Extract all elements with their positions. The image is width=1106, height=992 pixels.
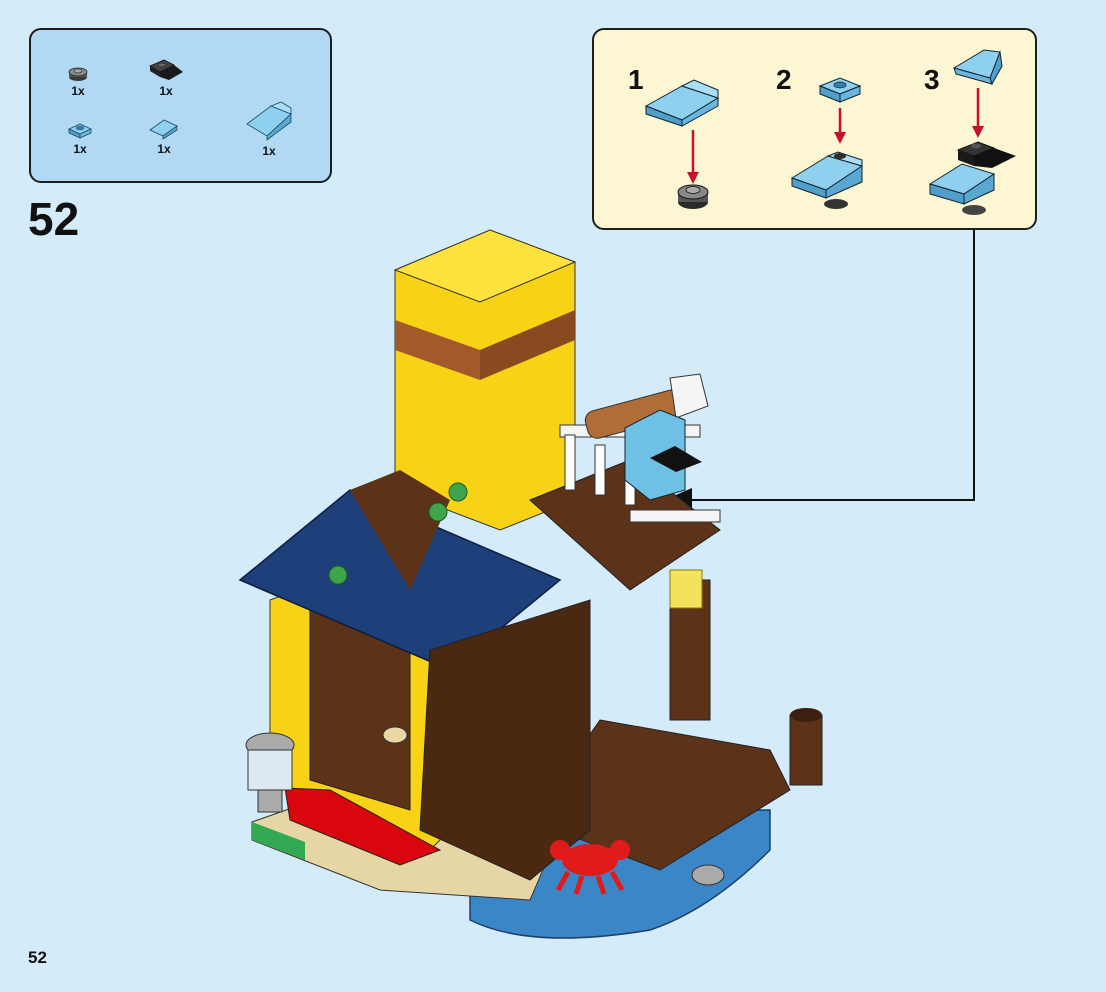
yellow-lantern bbox=[670, 570, 702, 608]
plant-icon bbox=[329, 566, 347, 584]
door-knob bbox=[383, 727, 407, 743]
plant-icon bbox=[429, 503, 447, 521]
model-illustration bbox=[230, 210, 850, 950]
dock-post bbox=[790, 715, 822, 785]
plant-icon bbox=[449, 483, 467, 501]
grey-stone bbox=[692, 865, 724, 885]
page-number: 52 bbox=[28, 948, 47, 968]
